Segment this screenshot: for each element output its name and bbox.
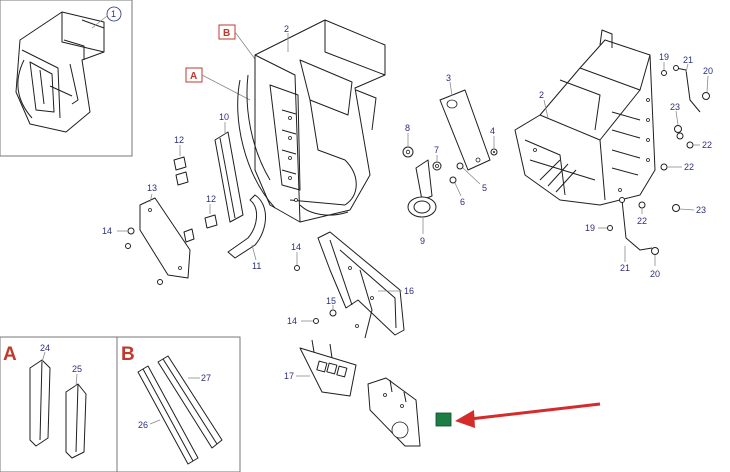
part-number-22-c: 22: [637, 216, 647, 226]
part-number-19-top: 19: [659, 52, 669, 62]
part-15-bolt: [329, 309, 337, 317]
part-14-screw-low: [313, 318, 319, 324]
highlight-marker: [435, 412, 452, 427]
part-number-23-b: 23: [696, 205, 706, 215]
part-19-screw-low: [607, 225, 613, 231]
svg-text:B: B: [223, 28, 230, 39]
highlighted-plate: [367, 377, 421, 447]
part-number-7: 7: [434, 145, 439, 155]
part-number-11: 11: [252, 261, 261, 271]
right-housing-bolt-holes: [533, 98, 650, 192]
part-number-27: 27: [201, 373, 211, 383]
part-number-26: 26: [138, 420, 148, 430]
pointer-arrow: [455, 402, 601, 428]
part-number-9: 9: [420, 236, 425, 246]
part-7-washer: [432, 161, 442, 171]
inset-a: A 24 25: [0, 336, 118, 472]
overview-frame: [0, 0, 133, 157]
part-16-frame: [317, 231, 405, 339]
part-number-19-low: 19: [585, 223, 595, 233]
part-number-16: 16: [404, 286, 414, 296]
part-number-14-low: 14: [287, 316, 297, 326]
part-26-strip: [137, 365, 199, 465]
inset-a-frame: [0, 336, 118, 472]
part-21-rod-top: [673, 65, 701, 113]
part-27-strip: [157, 355, 223, 449]
part-8-washer: [402, 146, 414, 158]
part-number-23-a: 23: [670, 102, 680, 112]
overview-assembly-drawing: [15, 11, 105, 133]
part-13-side-plate: [139, 197, 191, 279]
part-number-22-b: 22: [684, 162, 694, 172]
section-label-a: A: [185, 67, 251, 101]
part-3-bracket: [439, 89, 491, 171]
right-housing-drawing: [514, 29, 656, 206]
part-4-screw: [490, 148, 498, 156]
part-12-bolt-lower: [204, 214, 218, 229]
part-number-21-low: 21: [620, 263, 630, 273]
part-22-nut-c: [638, 201, 646, 209]
part-23-nut-a: [674, 125, 684, 140]
left-housing-bolt-holes: [288, 116, 298, 202]
part-11-curved-strip: [227, 194, 266, 259]
part-number-17: 17: [284, 371, 294, 381]
part-number-20-low: 20: [650, 269, 660, 279]
part-number-2-left: 2: [284, 24, 289, 34]
part-number-12-lower: 12: [206, 194, 216, 204]
part-number-3: 3: [446, 73, 451, 83]
inset-a-letter: A: [3, 344, 17, 365]
part-5-nut: [456, 162, 464, 170]
part-25-liner: [65, 383, 87, 459]
part-19-screw-top: [661, 70, 667, 76]
part-number-6: 6: [460, 197, 465, 207]
overview-callout-circle: [106, 6, 122, 22]
part-number-14-mid: 14: [291, 242, 301, 252]
part-24-liner: [29, 359, 51, 447]
overview-inset: 1: [0, 0, 133, 157]
part-number-21-top: 21: [683, 55, 693, 65]
part-9-pulley: [407, 159, 437, 218]
part-number-8: 8: [405, 123, 410, 133]
part-21-rod-low: [619, 197, 653, 251]
part-14-screw-left: [127, 227, 135, 235]
part-number-24: 24: [40, 343, 50, 353]
svg-text:A: A: [190, 71, 197, 82]
part-20-washer-top: [702, 92, 710, 100]
inset-b-frame: [116, 336, 241, 472]
part-number-10: 10: [219, 112, 229, 122]
part-number-2-right: 2: [539, 90, 544, 100]
part-number-13: 13: [147, 183, 157, 193]
part-number-12: 12: [174, 135, 184, 145]
part-number-14-left: 14: [102, 226, 112, 236]
part-22-nut-b: [660, 163, 668, 171]
overview-callout-number: 1: [111, 9, 116, 19]
part-number-15: 15: [326, 296, 336, 306]
part-20-washer-low: [651, 247, 659, 255]
part-22-nut-a: [686, 141, 694, 149]
inset-b-letter: B: [121, 344, 135, 365]
inset-b: B 27 26: [116, 336, 241, 472]
left-housing-drawing: [237, 19, 386, 223]
part-number-22-a: 22: [702, 140, 712, 150]
part-number-25: 25: [72, 364, 82, 374]
part-6-washer: [449, 176, 457, 184]
part-number-4: 4: [490, 126, 495, 136]
part-number-20-top: 20: [703, 66, 713, 76]
part-23-nut-b: [672, 204, 680, 212]
part-12-bolts: [173, 156, 189, 186]
part-13-pins: [125, 228, 195, 285]
part-17-plate: [299, 339, 357, 397]
part-14-screw-mid: [294, 265, 300, 271]
part-10-strip: [214, 131, 244, 223]
part-number-5: 5: [482, 183, 487, 193]
